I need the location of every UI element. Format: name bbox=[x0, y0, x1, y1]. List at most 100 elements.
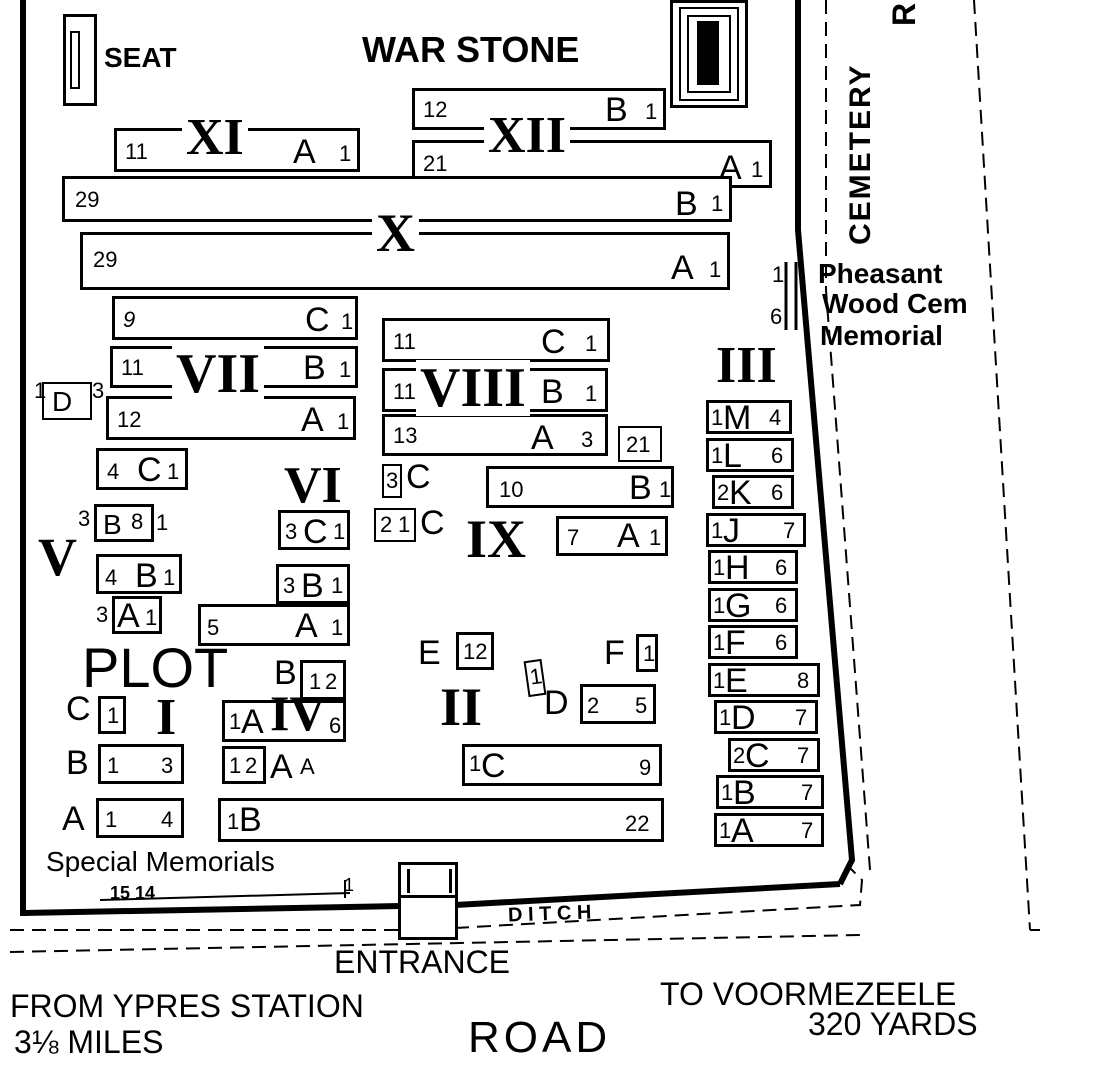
row-num: 1 bbox=[751, 157, 764, 182]
row-num: 1 bbox=[341, 309, 354, 334]
row-ii-c: 1 C 9 bbox=[462, 744, 662, 786]
row-num: 4 bbox=[161, 807, 174, 832]
row-num: 7 bbox=[797, 742, 810, 768]
row-num: 29 bbox=[93, 247, 118, 272]
row-num: 5 bbox=[635, 693, 648, 718]
entrance-label: ENTRANCE bbox=[334, 944, 511, 980]
row-letter: K bbox=[729, 474, 752, 512]
row-ix-3c: 3 bbox=[382, 464, 402, 498]
row-letter: C bbox=[541, 323, 566, 361]
plot-vii: VII bbox=[172, 346, 265, 402]
row-num: 1 bbox=[721, 780, 734, 805]
row-letter: C bbox=[481, 747, 506, 785]
row-vi-b: 3 B 1 bbox=[276, 564, 350, 604]
row-num: 1 bbox=[713, 667, 726, 693]
plot-i: I bbox=[156, 689, 177, 746]
ditch-label: D I T C H bbox=[507, 901, 592, 927]
row-num: 1 bbox=[711, 191, 724, 216]
row-vi-a: 5 A 1 bbox=[198, 604, 350, 646]
row-vii-a: 12 A 1 bbox=[106, 396, 356, 440]
row-i-b-letter: B bbox=[66, 744, 89, 782]
row-num: 1 bbox=[337, 409, 350, 434]
row-num: 1 bbox=[229, 753, 242, 778]
row-v-b2: 4 B 1 bbox=[96, 554, 182, 594]
row-num: 1 bbox=[107, 703, 120, 728]
row-letter: A bbox=[117, 597, 140, 635]
row-letter: F bbox=[725, 624, 746, 662]
row-v-a: A 1 bbox=[112, 596, 162, 634]
row-num: 3 bbox=[581, 427, 594, 452]
row-num: 7 bbox=[783, 517, 796, 543]
seat-symbol bbox=[63, 14, 97, 106]
row-num: 1 bbox=[659, 477, 672, 502]
row-num: 4 bbox=[105, 565, 118, 590]
row-letter: A bbox=[301, 401, 324, 439]
row-letter: B bbox=[675, 185, 698, 223]
row-num: 3 bbox=[386, 468, 399, 493]
row-viii-a: 13 A 3 bbox=[382, 414, 608, 456]
row-letter: M bbox=[723, 399, 752, 437]
row-num: 1 bbox=[145, 605, 158, 630]
war-stone-symbol bbox=[670, 0, 748, 108]
row-v-b-num2: 1 bbox=[156, 510, 169, 535]
row-num: 4 bbox=[769, 405, 782, 430]
row-num: 2 bbox=[380, 512, 393, 537]
row-num: 1 bbox=[167, 459, 180, 484]
row-num: 11 bbox=[393, 379, 416, 404]
row-num: 9 bbox=[639, 755, 652, 780]
row-ix-3c-letter: C bbox=[406, 458, 431, 496]
row-num: 1 bbox=[719, 817, 732, 843]
from-ypres-line2: 3⅛ MILES bbox=[14, 1024, 164, 1060]
row-letter: B bbox=[301, 567, 324, 605]
row-num: 9 bbox=[123, 307, 136, 332]
war-stone-label: WAR STONE bbox=[362, 29, 580, 70]
row-ix-a: 7 A 1 bbox=[556, 516, 668, 556]
row-num: 1 bbox=[713, 555, 726, 580]
row-num: 12 bbox=[423, 97, 448, 122]
row-letter: H bbox=[725, 549, 750, 587]
row-num: 1 bbox=[719, 705, 732, 730]
row-vi-c2: 3 C 1 bbox=[278, 510, 350, 550]
row-num: 1 bbox=[331, 615, 344, 640]
pheasant-num-6: 6 bbox=[770, 304, 783, 329]
row-ix-21c: 2 1 bbox=[374, 508, 416, 542]
row-num: 1 bbox=[163, 565, 176, 590]
special-memorials-one: 1 bbox=[344, 875, 355, 895]
row-num: 1 bbox=[645, 99, 658, 124]
row-num: 1 bbox=[528, 663, 544, 690]
row-vii-d: D bbox=[42, 382, 92, 420]
row-letter: A bbox=[531, 419, 554, 457]
row-iv-b: 1 2 bbox=[300, 660, 346, 700]
row-vii-d-num2: 3 bbox=[92, 378, 105, 403]
row-i-b: 1 3 bbox=[98, 744, 184, 784]
row-num: 21 bbox=[626, 432, 651, 457]
plot-iv: IV bbox=[270, 685, 326, 741]
row-num: 7 bbox=[795, 705, 808, 730]
row-num: 12 bbox=[117, 407, 142, 432]
row-num: 5 bbox=[207, 615, 220, 640]
row-num: 1 bbox=[107, 753, 120, 778]
row-num: 1 bbox=[229, 709, 242, 734]
row-iv-b2: 1 B 22 bbox=[218, 798, 664, 842]
row-num: 6 bbox=[775, 592, 788, 618]
row-iv-aa-letter: A bbox=[270, 748, 293, 786]
row-num: 1 bbox=[711, 517, 724, 543]
pheasant-line-2: Wood Cem bbox=[822, 288, 968, 319]
row-num: 7 bbox=[801, 780, 814, 805]
row-iv-aa: 1 2 bbox=[222, 746, 266, 784]
row-letter: C bbox=[137, 451, 162, 489]
pheasant-line-1: Pheasant bbox=[818, 258, 943, 289]
plot-vi: VI bbox=[284, 457, 342, 514]
plot-word: PLOT bbox=[82, 636, 229, 699]
